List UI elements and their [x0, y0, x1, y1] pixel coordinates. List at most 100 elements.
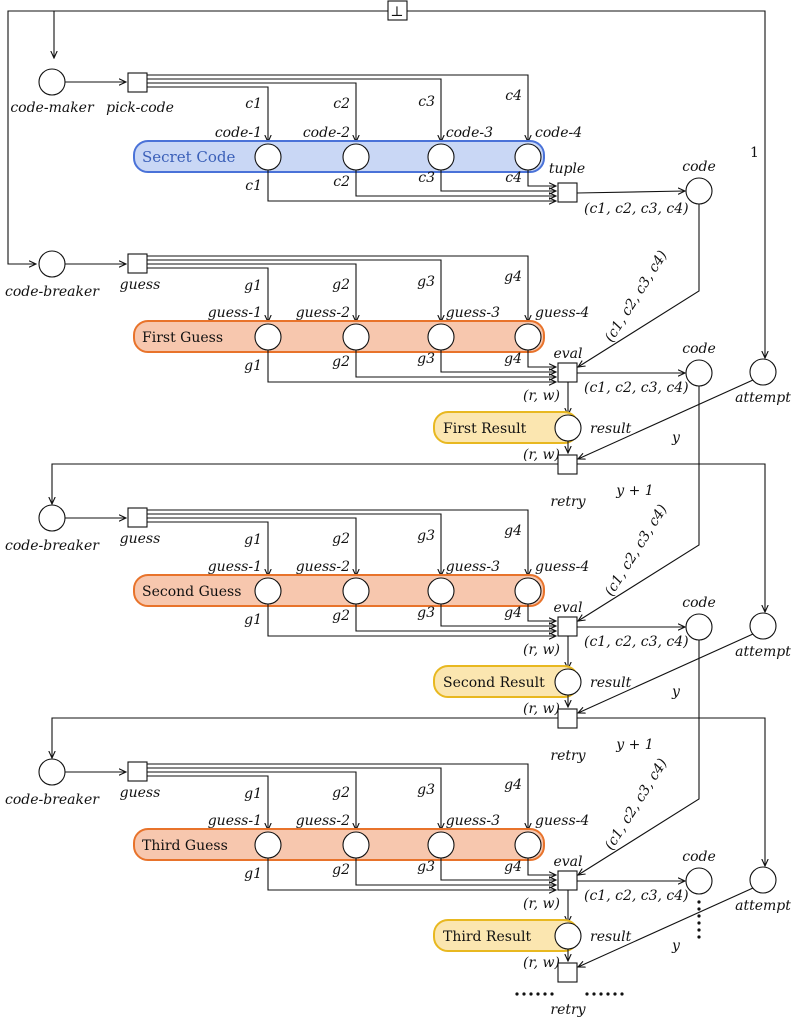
eval-transition-1 [557, 362, 578, 383]
guess-1-place-1 [254, 323, 282, 351]
guess-out-arc-3-1 [440, 350, 556, 372]
arc-label-c2: c2 [333, 96, 350, 112]
guess-arc-1-2 [147, 521, 268, 576]
rw-out-label-3: (r, w) [523, 955, 560, 971]
result-group-label-2: Second Result [443, 675, 545, 691]
pick-code-label: pick-code [106, 100, 174, 116]
guess-arc-4-2 [147, 509, 528, 576]
eval-label-1: eval [553, 346, 582, 362]
rw-in-label-2: (r, w) [523, 642, 560, 658]
guess-3-label-2: guess-3 [446, 559, 500, 575]
attempt-to-retry-arc-1 [578, 379, 754, 459]
rw-in-label-3: (r, w) [523, 896, 560, 912]
dot [529, 992, 533, 996]
arc-label-g4-3: g4 [504, 777, 522, 793]
retry-to-attempt-arc-1 [577, 463, 765, 612]
guess-arc-4-1 [147, 255, 528, 322]
guess-3-place-3 [427, 831, 455, 859]
guess-out-arc-3-2 [440, 604, 556, 626]
dot [585, 992, 589, 996]
code-place-label-2: code [682, 595, 716, 611]
attempt-label-1: attempt [735, 390, 791, 406]
guess-out-arc-2-2 [355, 604, 556, 631]
guess-2-label-3: guess-2 [296, 813, 350, 829]
result-place-2 [554, 668, 582, 696]
guess-arc-2-1 [147, 263, 356, 322]
code-4-place [514, 143, 542, 171]
attempt-place-2 [749, 612, 777, 640]
dot [550, 992, 554, 996]
guess-out-arc-1-2 [267, 604, 556, 636]
code-out-label-2: (c1, c2, c3, c4) [584, 634, 689, 650]
guess-2-label-1: guess-2 [296, 305, 350, 321]
arc-label-g1-1: g1 [244, 278, 262, 294]
code-breaker-place-2 [38, 504, 66, 532]
guess-3-label-1: guess-3 [446, 305, 500, 321]
code-out-label-3: (c1, c2, c3, c4) [584, 888, 689, 904]
y-plus-one-label-2: y + 1 [615, 737, 653, 753]
arc-label-g3-1: g3 [417, 274, 435, 290]
out-label-g2-1: g2 [332, 354, 350, 370]
guess-2-label-2: guess-2 [296, 559, 350, 575]
arc-label-g3-3: g3 [417, 782, 435, 798]
code-1-label: code-1 [215, 125, 262, 141]
start-label: ⊥ [390, 4, 403, 20]
dot [697, 935, 701, 939]
attempt-to-retry-arc-3 [578, 887, 754, 967]
guess-label-2: guess [120, 531, 161, 547]
out-label-g3-1: g3 [417, 351, 435, 367]
guess-1-place-2 [254, 577, 282, 605]
code-place-label-3: code [682, 849, 716, 865]
code-breaker-label-1: code-breaker [5, 284, 100, 300]
attempt-label-3: attempt [735, 898, 791, 914]
code-2-label: code-2 [303, 125, 350, 141]
guess-arc-2-3 [147, 771, 356, 830]
guess-3-place-2 [427, 577, 455, 605]
code-1-place [254, 143, 282, 171]
out-label-g2-3: g2 [332, 862, 350, 878]
code-place-3 [685, 867, 713, 895]
guess-1-label-2: guess-1 [208, 559, 262, 575]
attempt-label-2: attempt [735, 644, 791, 660]
guess-1-label-1: guess-1 [208, 305, 262, 321]
code-maker-place [38, 68, 66, 96]
attempt-place-3 [749, 866, 777, 894]
code-4-label: code-4 [535, 125, 582, 141]
out-label-g1-2: g1 [244, 612, 262, 628]
dot [515, 992, 519, 996]
guess-4-label-2: guess-4 [535, 559, 589, 575]
retry-label-3: retry [550, 1002, 586, 1018]
out-label-g4-2: g4 [504, 605, 522, 621]
dot [592, 992, 596, 996]
guess-2-place-1 [342, 323, 370, 351]
arc-label-g3-2: g3 [417, 528, 435, 544]
code-3-label: code-3 [446, 125, 493, 141]
secret-code-label: Secret Code [142, 148, 236, 166]
arc-label-g2-2: g2 [332, 531, 350, 547]
guess-transition-1 [127, 253, 148, 274]
eval-label-2: eval [553, 600, 582, 616]
dot [697, 914, 701, 918]
arc-label-c3: c3 [418, 94, 435, 110]
arc-label-g4-1: g4 [504, 269, 522, 285]
dot [697, 921, 701, 925]
arc-label-g2-3: g2 [332, 785, 350, 801]
code-place-1 [685, 359, 713, 387]
code-place-label-1: code [682, 341, 716, 357]
retry-label-1: retry [550, 494, 586, 510]
dot [620, 992, 624, 996]
guess-out-arc-2-3 [355, 858, 556, 885]
y-plus-one-label-1: y + 1 [615, 483, 653, 499]
code-maker-section [7, 0, 765, 358]
out-label-c4: c4 [505, 170, 522, 186]
code-2-place [342, 143, 370, 171]
guess-1-place-3 [254, 831, 282, 859]
guess-4-label-3: guess-4 [535, 813, 589, 829]
guess-label-1: guess [120, 277, 161, 293]
retry-to-breaker-arc-1 [52, 463, 558, 504]
guess-2-place-2 [342, 577, 370, 605]
result-place-label-3: result [590, 929, 632, 945]
guess-label-3: guess [120, 785, 161, 801]
code-breaker-place-1 [38, 250, 66, 278]
